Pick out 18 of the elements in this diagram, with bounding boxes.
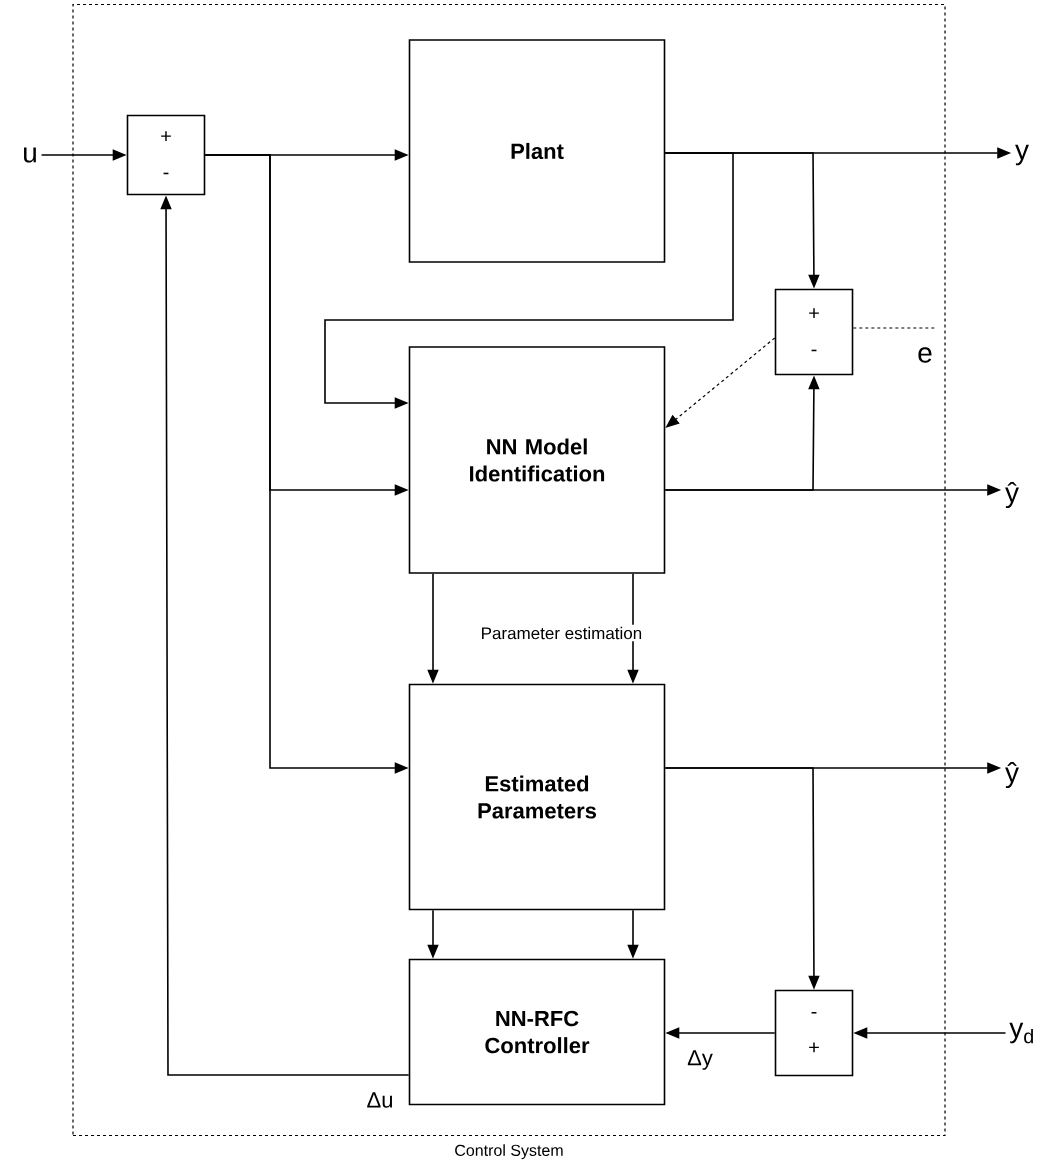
summing-junction: + - [126,114,206,196]
summing-junction: + - [774,288,854,376]
edge-label: Parameter estimation [478,624,645,642]
summing-junction: - + [774,989,854,1077]
process-box: Estimated Parameters [408,683,666,911]
edge-label: Δy [685,1048,715,1072]
process-box: NN Model Identification [408,346,666,574]
arrow [324,152,734,409]
signal-label: u [24,147,36,163]
signal-label: y$_{d}$ [1009,1022,1033,1044]
edge-label: Δu [364,1090,396,1110]
signal-label: e [918,347,932,363]
signal-label: ŷ [1005,481,1019,509]
node-label: Control System [455,1144,563,1160]
process-box: Plant [408,39,666,263]
signal-label: ŷ [1005,761,1019,789]
process-box: NN-RFC Controller [408,958,666,1106]
signal-label: y [1015,144,1029,166]
